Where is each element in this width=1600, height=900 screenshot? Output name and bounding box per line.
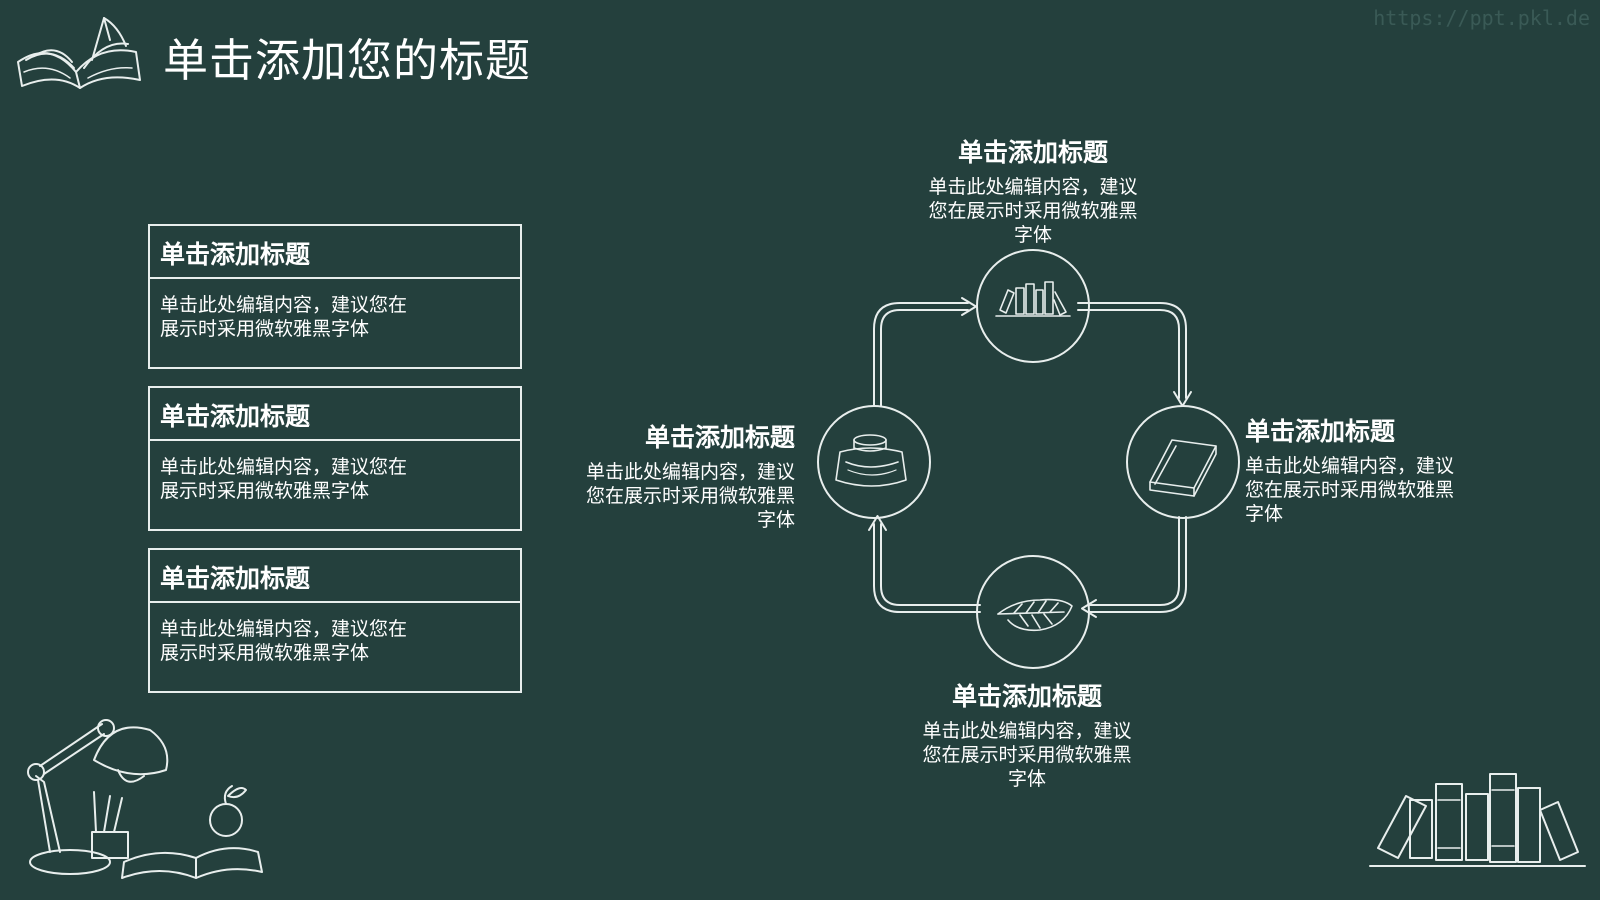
- node-text: 单击此处编辑内容，建议 您在展示时采用微软雅黑 字体: [894, 719, 1160, 791]
- cycle-label-bottom: 单击添加标题 单击此处编辑内容，建议 您在展示时采用微软雅黑 字体: [894, 677, 1160, 791]
- node-text-line: 字体: [756, 509, 795, 531]
- node-title: 单击添加标题: [644, 423, 795, 452]
- card-text-line: 展示时采用微软雅黑字体: [160, 480, 370, 502]
- node-text-line: 单击此处编辑内容，建议: [928, 176, 1138, 198]
- cycle-node-top: [976, 249, 1090, 363]
- node-text: 单击此处编辑内容，建议 您在展示时采用微软雅黑 字体: [1245, 454, 1485, 526]
- node-text-line: 字体: [1245, 503, 1284, 525]
- node-text: 单击此处编辑内容，建议 您在展示时采用微软雅黑 字体: [555, 460, 795, 532]
- info-card-3: 单击添加标题 单击此处编辑内容，建议您在 展示时采用微软雅黑字体: [148, 548, 522, 693]
- node-text-line: 单击此处编辑内容，建议: [585, 461, 795, 483]
- node-title: 单击添加标题: [951, 682, 1102, 711]
- watermark-text: https://ppt.pkl.de: [1373, 6, 1590, 30]
- card-body: 单击此处编辑内容，建议您在 展示时采用微软雅黑字体: [150, 441, 520, 503]
- card-title: 单击添加标题: [150, 550, 520, 603]
- card-text-line: 单击此处编辑内容，建议您在: [160, 294, 408, 316]
- page-title: 单击添加您的标题: [163, 34, 532, 87]
- node-text-line: 您在展示时采用微软雅黑: [585, 485, 795, 507]
- cycle-connectors: [868, 297, 1192, 618]
- node-text-line: 您在展示时采用微软雅黑: [1245, 479, 1455, 501]
- cycle-node-right: [1126, 405, 1240, 519]
- ink-bottle-icon: [835, 434, 907, 487]
- info-card-1: 单击添加标题 单击此处编辑内容，建议您在 展示时采用微软雅黑字体: [148, 224, 522, 369]
- node-text-line: 字体: [1007, 768, 1046, 790]
- node-text: 单击此处编辑内容，建议 您在展示时采用微软雅黑 字体: [900, 175, 1166, 247]
- card-title: 单击添加标题: [150, 226, 520, 279]
- node-text-line: 单击此处编辑内容，建议: [922, 720, 1132, 742]
- node-text-line: 单击此处编辑内容，建议: [1245, 455, 1455, 477]
- cycle-label-right: 单击添加标题 单击此处编辑内容，建议 您在展示时采用微软雅黑 字体: [1245, 412, 1485, 526]
- node-title: 单击添加标题: [957, 138, 1108, 167]
- cycle-node-left: [817, 405, 931, 519]
- cycle-label-top: 单击添加标题 单击此处编辑内容，建议 您在展示时采用微软雅黑 字体: [900, 133, 1166, 247]
- node-text-line: 字体: [1013, 224, 1052, 246]
- node-text-line: 您在展示时采用微软雅黑: [922, 744, 1132, 766]
- card-body: 单击此处编辑内容，建议您在 展示时采用微软雅黑字体: [150, 603, 520, 665]
- node-title: 单击添加标题: [1245, 417, 1396, 446]
- desk-lamp-icon: [27, 719, 263, 879]
- card-text-line: 展示时采用微软雅黑字体: [160, 318, 370, 340]
- books-icon: [995, 281, 1071, 317]
- cycle-label-left: 单击添加标题 单击此处编辑内容，建议 您在展示时采用微软雅黑 字体: [555, 418, 795, 532]
- card-text-line: 单击此处编辑内容，建议您在: [160, 618, 408, 640]
- cycle-node-bottom: [976, 555, 1090, 669]
- node-text-line: 您在展示时采用微软雅黑: [928, 200, 1138, 222]
- open-book-icon: [17, 17, 141, 89]
- card-text-line: 单击此处编辑内容，建议您在: [160, 456, 408, 478]
- info-card-2: 单击添加标题 单击此处编辑内容，建议您在 展示时采用微软雅黑字体: [148, 386, 522, 531]
- card-title: 单击添加标题: [150, 388, 520, 441]
- book-icon: [1149, 439, 1217, 497]
- stacked-books-icon: [1369, 773, 1586, 867]
- card-body: 单击此处编辑内容，建议您在 展示时采用微软雅黑字体: [150, 279, 520, 341]
- leaf-icon: [997, 598, 1073, 632]
- card-text-line: 展示时采用微软雅黑字体: [160, 642, 370, 664]
